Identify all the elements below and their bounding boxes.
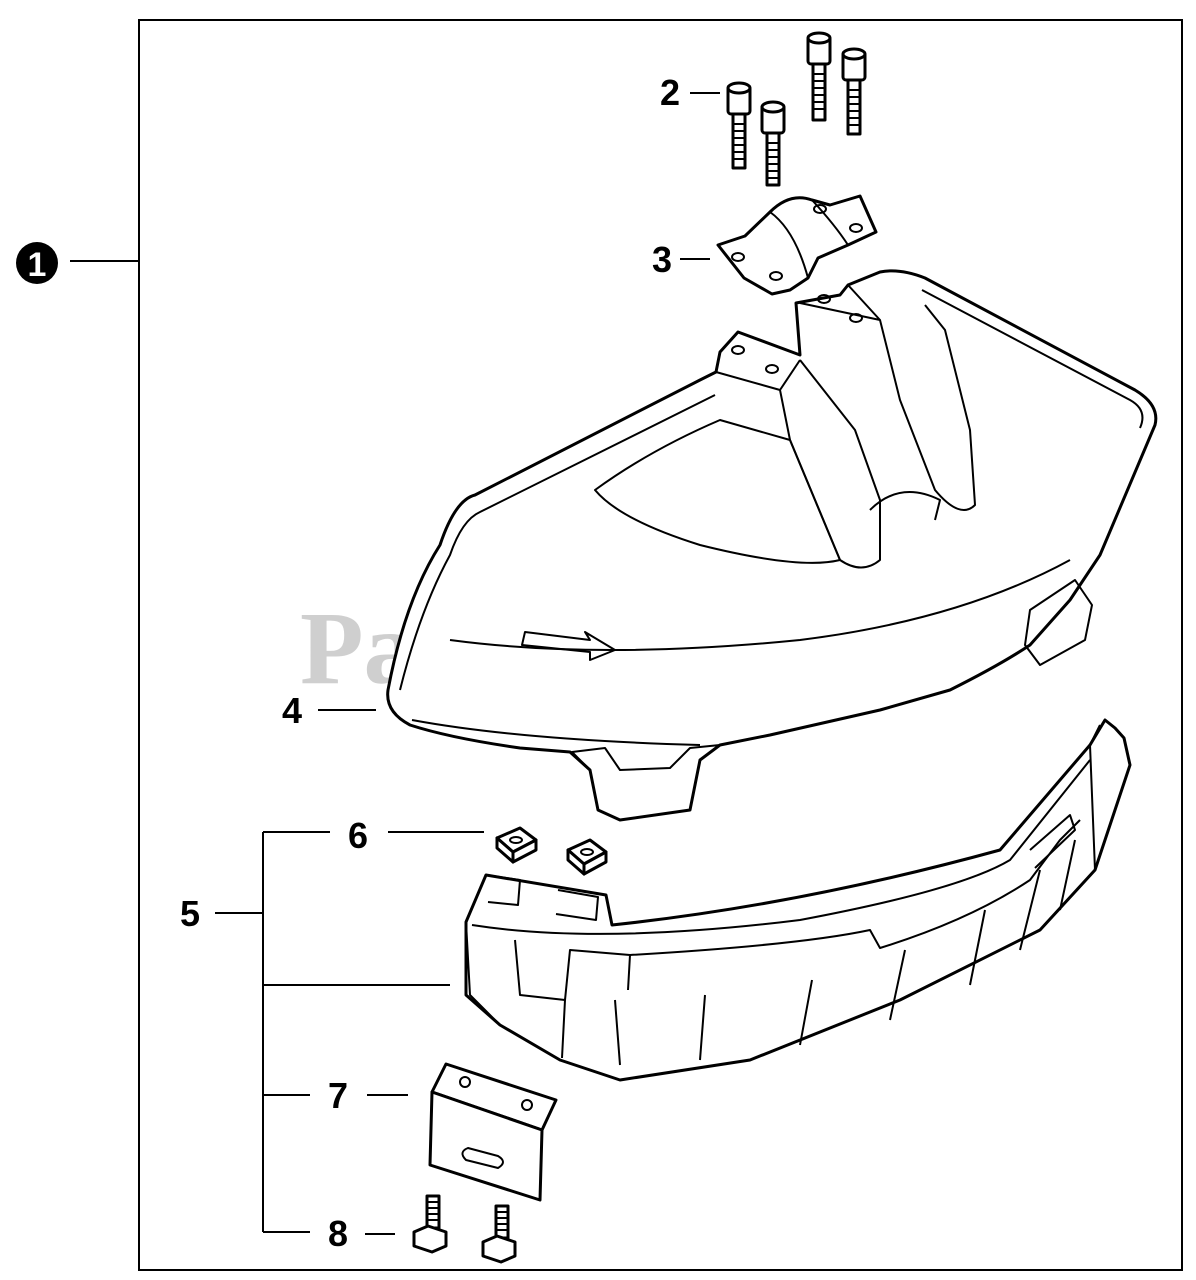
callout-bracket — [215, 831, 450, 1233]
clamp-bracket-3[interactable] — [716, 194, 878, 296]
screw-2d — [841, 47, 867, 136]
callout-5-label[interactable]: 5 — [180, 893, 200, 934]
screw-8a — [412, 1194, 448, 1254]
debris-shield-4[interactable] — [386, 269, 1158, 822]
screw-2c — [806, 31, 832, 122]
square-nut-set-6[interactable] — [495, 826, 608, 876]
callout-2-label[interactable]: 2 — [660, 72, 680, 113]
screw-2a — [726, 81, 752, 170]
callout-8-label[interactable]: 8 — [328, 1213, 348, 1254]
screw-8b — [481, 1204, 517, 1264]
screw-2b — [760, 100, 786, 187]
callout-4-label[interactable]: 4 — [282, 690, 302, 731]
shield-extension-5[interactable] — [464, 718, 1132, 1082]
screw-set-8[interactable] — [412, 1194, 517, 1264]
callout-6-label[interactable]: 6 — [348, 815, 368, 856]
callout-3-label[interactable]: 3 — [652, 239, 672, 280]
callout-1-label: 1 — [28, 246, 47, 284]
callout-7-label[interactable]: 7 — [328, 1075, 348, 1116]
square-nut-6b — [566, 838, 608, 876]
screw-set-2[interactable] — [726, 31, 867, 187]
callout-1[interactable]: 1 — [16, 242, 58, 284]
assembly-frame — [138, 19, 1183, 1271]
square-nut-6a — [495, 826, 538, 864]
cutter-plate-7[interactable] — [428, 1062, 558, 1202]
